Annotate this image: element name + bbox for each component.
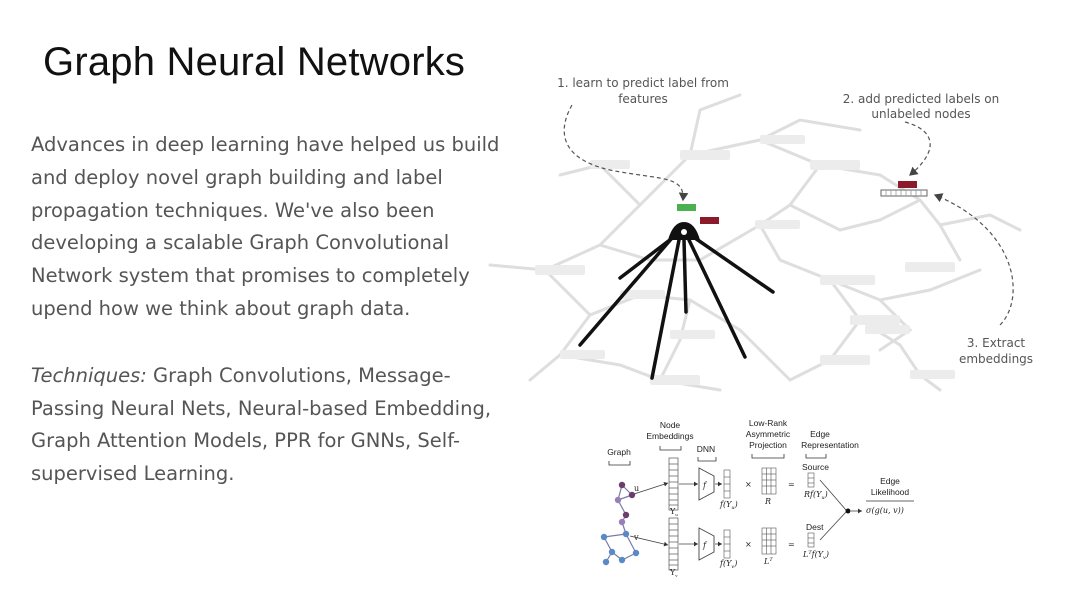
predicted-red-label-marker — [898, 181, 917, 188]
dnn-f-v: f — [702, 541, 708, 550]
r-f-yu-label: Rf(Yu) — [803, 490, 828, 501]
intro-paragraph: Advances in deep learning have helped us… — [31, 133, 500, 320]
dnn-output-v — [723, 529, 731, 559]
step2-label-line1: 2. add predicted labels on — [843, 92, 999, 106]
svg-text:×: × — [745, 540, 752, 549]
edge-representation-label-line1: Edge — [810, 429, 830, 439]
projection-label-line1: Low-Rank — [749, 418, 788, 428]
svg-text:u: u — [634, 484, 639, 493]
graph-label: Graph — [607, 447, 631, 457]
edge-representation-label-line2: Representation — [801, 440, 859, 450]
r-label: R — [764, 497, 771, 506]
step2-arrow — [904, 121, 931, 176]
techniques-label: Techniques: — [31, 363, 147, 387]
source-label: Source — [802, 462, 829, 472]
node-embeddings-label-line1: Node — [660, 420, 681, 430]
step3-label-line1: 3. Extract — [967, 336, 1026, 350]
edge-likelihood-label-line1: Edge — [880, 476, 900, 486]
slide-body: Advances in deep learning have helped us… — [31, 129, 501, 491]
dnn-f-u: f — [702, 481, 708, 490]
lt-label: LT — [763, 557, 773, 566]
node-embeddings-label-line2: Embeddings — [646, 431, 693, 441]
node-embedding-v — [668, 517, 679, 571]
background-graph-nodes — [535, 135, 955, 385]
f-yv-label: f(Yv) — [719, 559, 737, 570]
projection-matrix-r — [761, 467, 777, 495]
center-node-message-edges — [578, 234, 775, 380]
step1-label-line1: 1. learn to predict label from — [557, 76, 729, 90]
techniques-paragraph: Techniques: Graph Convolutions, Message-… — [31, 360, 501, 491]
dnn-output-u — [723, 469, 731, 499]
f-yu-label: f(Yu) — [719, 500, 738, 511]
center-node-dot — [681, 229, 687, 235]
svg-text:×: × — [745, 480, 752, 489]
dest-representation — [807, 532, 815, 548]
architecture-diagram: Graph Node Embeddings DNN Low-Rank Asymm… — [600, 418, 914, 578]
techniques-list: Graph Convolutions, Message-Passing Neur… — [31, 363, 492, 486]
projection-label-line3: Projection — [749, 440, 787, 450]
yv-label: Yv — [669, 568, 678, 578]
step2-label-line2: unlabeled nodes — [871, 107, 970, 121]
projection-matrix-lt — [761, 527, 777, 555]
svg-text:=: = — [788, 540, 795, 549]
step1-arrow — [563, 104, 689, 202]
lt-f-yv-label: LTf(Yv) — [802, 550, 829, 561]
dest-label: Dest — [806, 522, 824, 532]
svg-text:=: = — [788, 480, 795, 489]
input-graph-nodes — [600, 481, 640, 566]
green-label-marker — [677, 204, 696, 211]
step3-arrow — [933, 193, 1014, 326]
step1-label-line2: features — [618, 92, 668, 106]
projection-label-line2: Asymmetric — [746, 429, 791, 439]
node-embedding-u — [668, 457, 679, 511]
step3-label-line2: embeddings — [959, 352, 1033, 366]
yu-label: Yu — [669, 507, 678, 517]
dnn-block-u — [698, 467, 715, 501]
red-label-marker — [700, 217, 719, 224]
dnn-label: DNN — [697, 444, 715, 454]
source-representation — [807, 472, 815, 488]
sigma-expression: σ(g(u, v)) — [866, 506, 904, 515]
slide-title: Graph Neural Networks — [43, 40, 466, 84]
edge-likelihood-label-line2: Likelihood — [871, 487, 910, 497]
label-propagation-graph: 1. learn to predict label from features … — [488, 76, 1033, 392]
background-graph-edges — [488, 93, 1022, 392]
dnn-block-v — [698, 527, 715, 561]
dot-product-node — [845, 508, 851, 514]
embedding-vector — [880, 189, 928, 197]
